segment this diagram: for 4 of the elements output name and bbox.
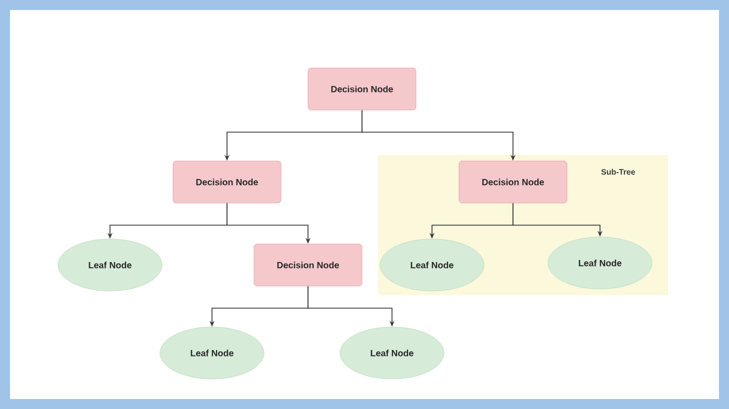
decision-box: Decision Node (254, 244, 362, 286)
decision-box: Decision Node (172, 160, 282, 204)
decision-box: Decision Node (308, 68, 416, 110)
decision-box: Decision Node (458, 160, 568, 204)
